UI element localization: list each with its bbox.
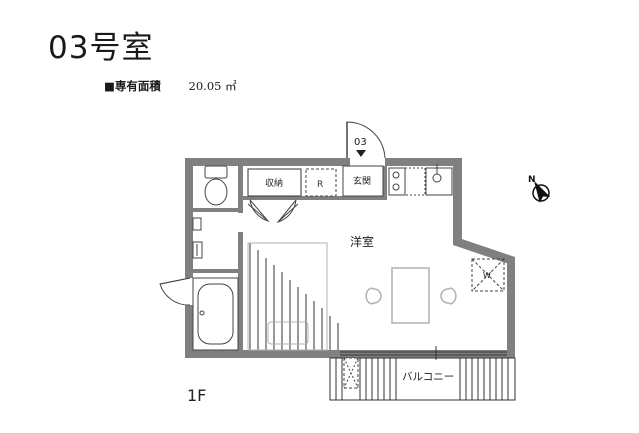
unit-title: 03号室 bbox=[48, 30, 154, 66]
floor-label: 1F bbox=[187, 386, 207, 405]
interior-walls bbox=[193, 166, 387, 350]
entrance-door bbox=[346, 121, 386, 159]
bathroom-door bbox=[159, 277, 191, 306]
area-label: ■専有面積 bbox=[104, 79, 161, 93]
exterior-walls bbox=[185, 158, 515, 358]
north-arrow-icon bbox=[532, 180, 551, 203]
loft-bed bbox=[247, 242, 328, 351]
washer-space bbox=[471, 258, 505, 292]
door-number: 03 bbox=[354, 137, 367, 148]
stair-lines bbox=[249, 243, 339, 350]
storage-closet bbox=[247, 168, 302, 197]
entrance-label: 玄関 bbox=[353, 175, 371, 187]
closet-doors bbox=[247, 199, 299, 223]
balcony-label: バルコニー bbox=[402, 371, 454, 383]
western-room-label: 洋室 bbox=[350, 234, 374, 249]
entrance-area bbox=[342, 165, 384, 197]
compass-north-label: N bbox=[528, 175, 536, 185]
dining-set bbox=[365, 267, 457, 324]
storage-label: 収納 bbox=[265, 177, 283, 189]
washer-label: W bbox=[483, 271, 491, 280]
kitchen-counter bbox=[388, 164, 453, 196]
wall-fixtures bbox=[192, 217, 203, 259]
toilet bbox=[204, 165, 228, 206]
bathtub bbox=[192, 277, 239, 351]
refrigerator-label: R bbox=[317, 180, 323, 190]
area-info: ■専有面積 20.05 ㎡ bbox=[104, 78, 237, 94]
area-value: 20.05 ㎡ bbox=[188, 79, 237, 93]
refrigerator-space bbox=[305, 168, 337, 197]
balcony bbox=[329, 357, 516, 401]
